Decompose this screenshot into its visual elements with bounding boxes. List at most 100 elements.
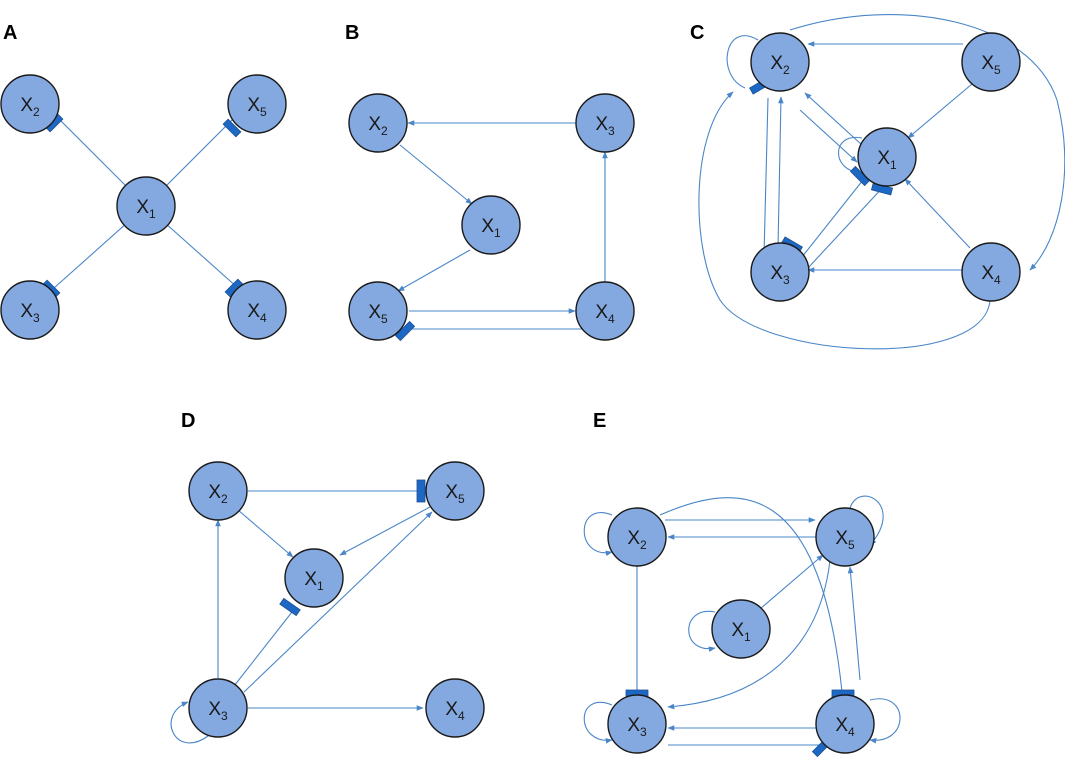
node-b-x5: X5 <box>348 281 408 341</box>
node-label: X <box>304 569 317 590</box>
edge-e-x3-self <box>583 702 613 744</box>
node-subscript: 5 <box>381 312 388 326</box>
edge-e-x4-self <box>869 698 901 744</box>
svg-text:X3: X3 <box>595 114 615 138</box>
svg-text:X1: X1 <box>304 569 324 593</box>
edge-e-x5-x3 <box>667 559 831 710</box>
edge-c-x2-x1 <box>799 109 858 163</box>
svg-text:X4: X4 <box>445 699 465 723</box>
edge-d-x3-self <box>170 701 209 744</box>
node-d-x4: X4 <box>425 678 485 738</box>
node-d-x2: X2 <box>188 461 248 521</box>
node-subscript: 3 <box>33 311 40 325</box>
svg-text:X3: X3 <box>770 263 790 287</box>
edge-e-x1-x5 <box>759 554 824 610</box>
node-label: X <box>835 715 848 736</box>
svg-text:X1: X1 <box>731 620 751 644</box>
node-subscript: 5 <box>458 492 465 506</box>
node-label: X <box>835 528 848 549</box>
node-label: X <box>481 216 494 237</box>
svg-text:X2: X2 <box>20 95 40 119</box>
edge-c-x1-x2 <box>804 92 863 146</box>
node-label: X <box>247 95 260 116</box>
node-subscript: 2 <box>221 492 228 506</box>
node-e-x5: X5 <box>815 507 875 567</box>
svg-text:X5: X5 <box>445 482 465 506</box>
panel-a: A X1 X2 X3 X4 X5 <box>0 22 287 340</box>
node-c-x3: X3 <box>750 242 810 302</box>
inhibition-mark-d-x1 <box>279 597 301 617</box>
svg-text:X2: X2 <box>627 528 647 552</box>
svg-text:X4: X4 <box>595 302 615 326</box>
node-a-x4: X4 <box>227 280 287 340</box>
edge-c-x2-x4-outer <box>789 14 1065 271</box>
node-subscript: 2 <box>381 124 388 138</box>
node-b-x1: X1 <box>461 195 521 255</box>
node-a-x5: X5 <box>227 74 287 134</box>
node-subscript: 1 <box>744 630 751 644</box>
node-subscript: 2 <box>33 105 40 119</box>
node-subscript: 3 <box>640 725 647 739</box>
svg-text:X5: X5 <box>247 95 267 119</box>
edge-b-x1-x5 <box>397 249 471 292</box>
node-label: X <box>136 197 149 218</box>
edge-d-x5-x1 <box>339 506 431 556</box>
panel-letter-a: A <box>3 22 17 44</box>
node-subscript: 1 <box>149 207 156 221</box>
node-b-x3: X3 <box>575 93 635 153</box>
node-label: X <box>770 263 783 284</box>
node-c-x4: X4 <box>961 242 1021 302</box>
node-label: X <box>595 302 608 323</box>
node-subscript: 5 <box>994 63 1001 77</box>
svg-text:X3: X3 <box>208 699 228 723</box>
node-subscript: 4 <box>994 273 1001 287</box>
svg-text:X2: X2 <box>770 53 790 77</box>
inhibition-mark-a-x5 <box>222 118 242 138</box>
node-subscript: 4 <box>260 311 267 325</box>
edge-c-x2-self <box>726 35 759 89</box>
node-subscript: 2 <box>640 538 647 552</box>
node-subscript: 3 <box>608 124 615 138</box>
node-label: X <box>20 95 33 116</box>
panel-letter-e: E <box>593 410 606 432</box>
node-subscript: 1 <box>317 579 324 593</box>
inhibition-mark-d-x5 <box>416 479 426 503</box>
edge-c-x2-x3 <box>761 97 769 256</box>
node-subscript: 4 <box>458 709 465 723</box>
edge-c-x4-x1 <box>904 178 971 249</box>
svg-text:X3: X3 <box>627 715 647 739</box>
edge-e-x5-self <box>849 495 884 546</box>
node-label: X <box>731 620 744 641</box>
node-d-x1: X1 <box>284 548 344 608</box>
svg-text:X4: X4 <box>835 715 855 739</box>
svg-text:X1: X1 <box>136 197 156 221</box>
edge-c-x5-x1 <box>907 83 973 139</box>
inhibition-mark-b-x5 <box>394 320 416 342</box>
node-label: X <box>981 53 994 74</box>
panel-letter-d: D <box>181 410 195 432</box>
svg-text:X4: X4 <box>981 263 1001 287</box>
panel-letter-c: C <box>690 22 704 44</box>
edge-e-x4-x5 <box>847 566 861 681</box>
node-subscript: 4 <box>608 312 615 326</box>
panel-b: B X1 X2 X3 X4 X5 <box>345 22 635 342</box>
node-subscript: 5 <box>848 538 855 552</box>
node-label: X <box>208 482 221 503</box>
svg-text:X2: X2 <box>208 482 228 506</box>
node-e-x3: X3 <box>607 694 667 754</box>
edge-e-x1-self <box>688 610 716 652</box>
panel-letter-b: B <box>345 22 359 44</box>
node-b-x4: X4 <box>575 281 635 341</box>
edge-e-x2-self <box>583 512 613 557</box>
node-label: X <box>208 699 221 720</box>
edge-c-x1-x3 <box>807 184 886 269</box>
panel-e: E X1 X2 <box>583 410 901 758</box>
panel-d: D X1 X2 X3 X4 X5 <box>170 410 485 744</box>
node-c-x1: X1 <box>857 127 917 187</box>
node-subscript: 1 <box>494 226 501 240</box>
edge-d-x2-x1 <box>237 509 294 558</box>
node-c-x5: X5 <box>961 32 1021 92</box>
edge-d-x3-x1 <box>233 611 293 687</box>
node-label: X <box>368 302 381 323</box>
